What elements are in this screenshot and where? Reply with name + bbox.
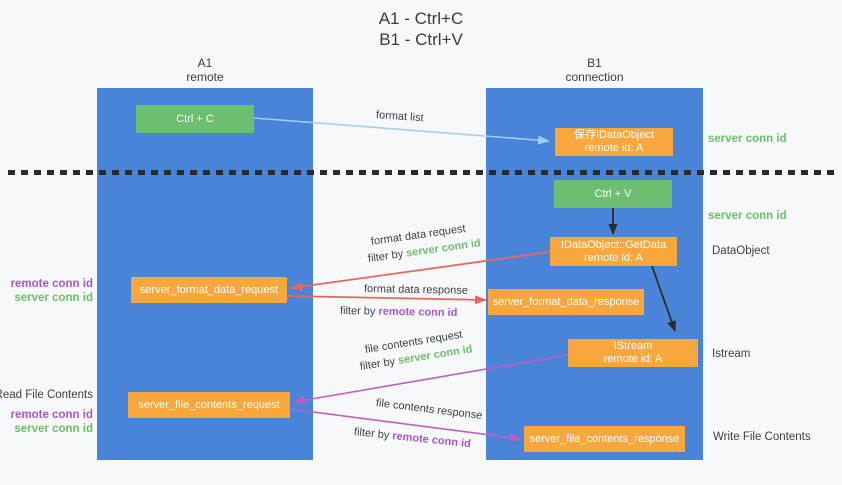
- label-server-conn-id-right-top: server conn id: [708, 133, 787, 145]
- lane-a1-name: A1: [197, 56, 213, 70]
- node-idataobject-getdata: IDataObject::GetData remote id: A: [550, 237, 677, 266]
- lane-b1-role: connection: [565, 70, 624, 84]
- filter-by-text: filter by: [339, 305, 376, 318]
- label-server-conn-id-right-mid: server conn id: [708, 210, 787, 222]
- label-dataobject: DataObject: [712, 245, 770, 257]
- filter-by-text: filter by: [367, 248, 404, 265]
- remote-conn-id-text: remote conn id: [391, 430, 472, 451]
- node-istream: IStream remote id: A: [568, 339, 698, 367]
- node-format-response-label: server_format_data_response: [492, 295, 640, 308]
- node-server-format-data-request: server_format_data_request: [131, 277, 287, 303]
- node-istream-title: IStream: [613, 340, 653, 352]
- diagram-title: A1 - Ctrl+C B1 - Ctrl+V: [0, 8, 842, 50]
- node-getdata-subtitle: remote id: A: [584, 251, 643, 264]
- label-filter-by-remote-conn-id-1: filter by remote conn id: [340, 305, 458, 319]
- server-conn-id-text: server conn id: [14, 422, 93, 435]
- label-read-file-contents: Read File Contents: [0, 389, 93, 401]
- remote-conn-id-text: remote conn id: [10, 409, 93, 421]
- node-ctrl-v: Ctrl + V: [554, 180, 672, 208]
- filter-by-text: filter by: [359, 355, 396, 373]
- filter-by-text: filter by: [353, 426, 390, 442]
- label-file-contents-response: file contents response: [375, 397, 483, 422]
- remote-conn-id-text: remote conn id: [378, 305, 458, 320]
- node-save-idataobject: 保存IDataObject remote id: A: [555, 128, 673, 156]
- label-istream: Istream: [712, 348, 751, 360]
- server-conn-id-text: server conn id: [14, 291, 93, 304]
- node-getdata-title: IDataObject::GetData: [560, 238, 667, 251]
- title-line-2: B1 - Ctrl+V: [379, 30, 463, 49]
- node-save-idataobject-title: 保存IDataObject: [573, 129, 655, 141]
- label-conn-ids-left-top: remote conn id server conn id: [11, 278, 93, 305]
- remote-conn-id-text: remote conn id: [10, 278, 93, 290]
- session-divider-dotted-line: [8, 170, 834, 175]
- label-format-list: format list: [375, 109, 424, 125]
- node-format-request-label: server_format_data_request: [139, 283, 279, 296]
- node-server-file-contents-response: server_file_contents_response: [524, 426, 685, 452]
- lane-b1-name: B1: [587, 56, 602, 70]
- lane-header-a1: A1 remote: [97, 56, 313, 84]
- label-format-data-response: format data response: [363, 283, 469, 297]
- node-server-format-data-response: server_format_data_response: [488, 289, 644, 315]
- lane-a1-role: remote: [186, 70, 224, 84]
- lane-header-b1: B1 connection: [486, 56, 703, 84]
- label-filter-by-remote-conn-id-2: filter by remote conn id: [353, 426, 471, 450]
- node-istream-subtitle: remote id: A: [603, 353, 663, 365]
- label-conn-ids-left-bottom: remote conn id server conn id: [11, 409, 93, 436]
- node-file-response-label: server_file_contents_response: [529, 432, 680, 445]
- label-write-file-contents: Write File Contents: [713, 431, 811, 443]
- node-file-request-label: server_file_contents_request: [138, 398, 280, 411]
- node-server-file-contents-request: server_file_contents_request: [128, 392, 290, 418]
- node-ctrl-v-label: Ctrl + V: [594, 187, 632, 200]
- title-line-1: A1 - Ctrl+C: [378, 9, 464, 28]
- node-save-idataobject-subtitle: remote id: A: [584, 142, 644, 154]
- node-ctrl-c: Ctrl + C: [136, 105, 254, 133]
- node-ctrl-c-label: Ctrl + C: [176, 112, 214, 125]
